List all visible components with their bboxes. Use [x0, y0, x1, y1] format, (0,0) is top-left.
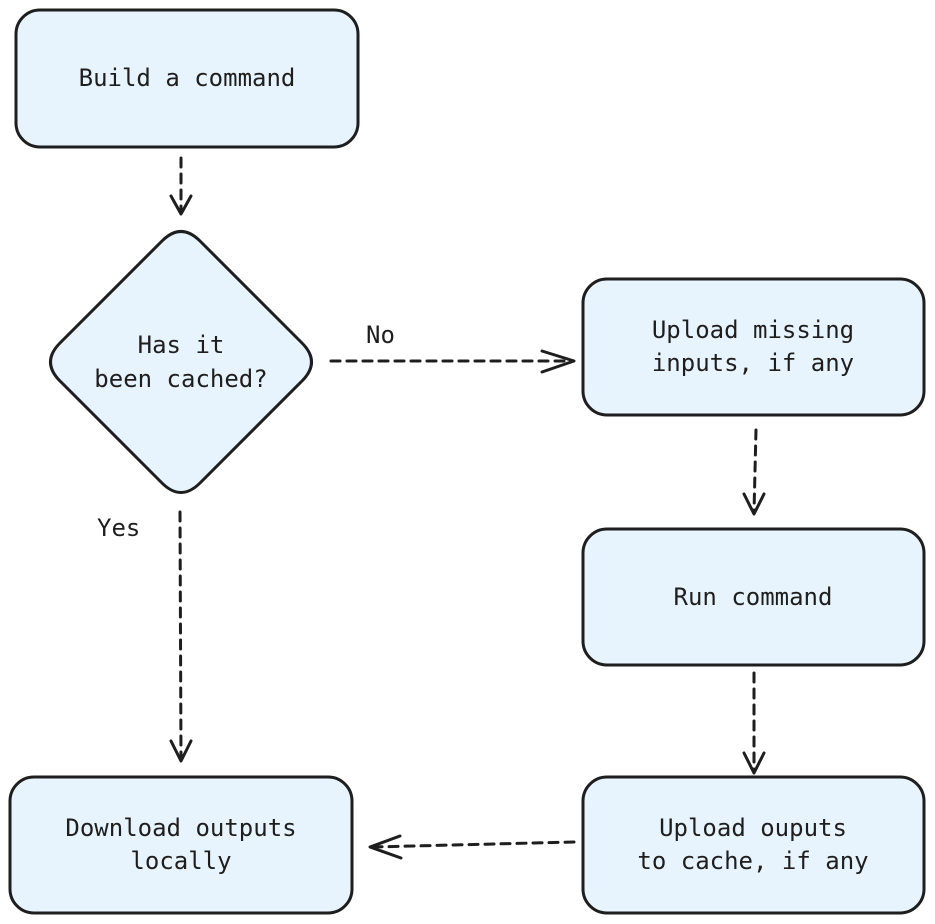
- node-build-command-line-1: Build a command: [79, 64, 296, 92]
- node-download-outputs-line-1: Download outputs: [65, 814, 296, 842]
- arrow-down-icon: [742, 751, 766, 775]
- edge-upload-inputs-to-run: [742, 428, 766, 516]
- edge-upload-outputs-to-download: [368, 834, 576, 860]
- node-download-outputs-line-2: locally: [130, 847, 231, 875]
- node-upload-inputs-line-1: Upload missing: [652, 316, 854, 344]
- node-upload-inputs-line-2: inputs, if any: [652, 349, 854, 377]
- node-upload-outputs-line-2: to cache, if any: [637, 847, 868, 875]
- arrow-left-icon: [368, 834, 403, 860]
- node-run-command-line-1: Run command: [674, 583, 833, 611]
- edge-cache-to-upload-inputs: [329, 349, 576, 374]
- arrow-down-icon: [169, 739, 193, 763]
- edge-cache-to-download: [169, 510, 193, 763]
- edge-label-yes: Yes: [97, 514, 140, 542]
- node-upload-inputs: Upload missing inputs, if any: [581, 277, 926, 417]
- arrow-down-icon: [742, 492, 766, 516]
- edge-label-no: No: [366, 321, 395, 349]
- node-run-command: Run command: [581, 527, 926, 667]
- node-cache-check: Has it been cached?: [49, 230, 313, 494]
- node-cache-check-line-2: been cached?: [94, 365, 267, 393]
- node-upload-outputs: Upload ouputs to cache, if any: [581, 775, 926, 915]
- edge-run-to-upload-outputs: [742, 671, 766, 775]
- edge-build-to-cache-check: [169, 156, 193, 216]
- arrow-down-icon: [169, 194, 193, 216]
- node-cache-check-line-1: Has it: [138, 331, 225, 359]
- arrow-right-icon: [540, 349, 576, 374]
- node-build-command: Build a command: [14, 8, 360, 149]
- node-upload-outputs-line-1: Upload ouputs: [659, 814, 847, 842]
- node-download-outputs: Download outputs locally: [8, 775, 354, 915]
